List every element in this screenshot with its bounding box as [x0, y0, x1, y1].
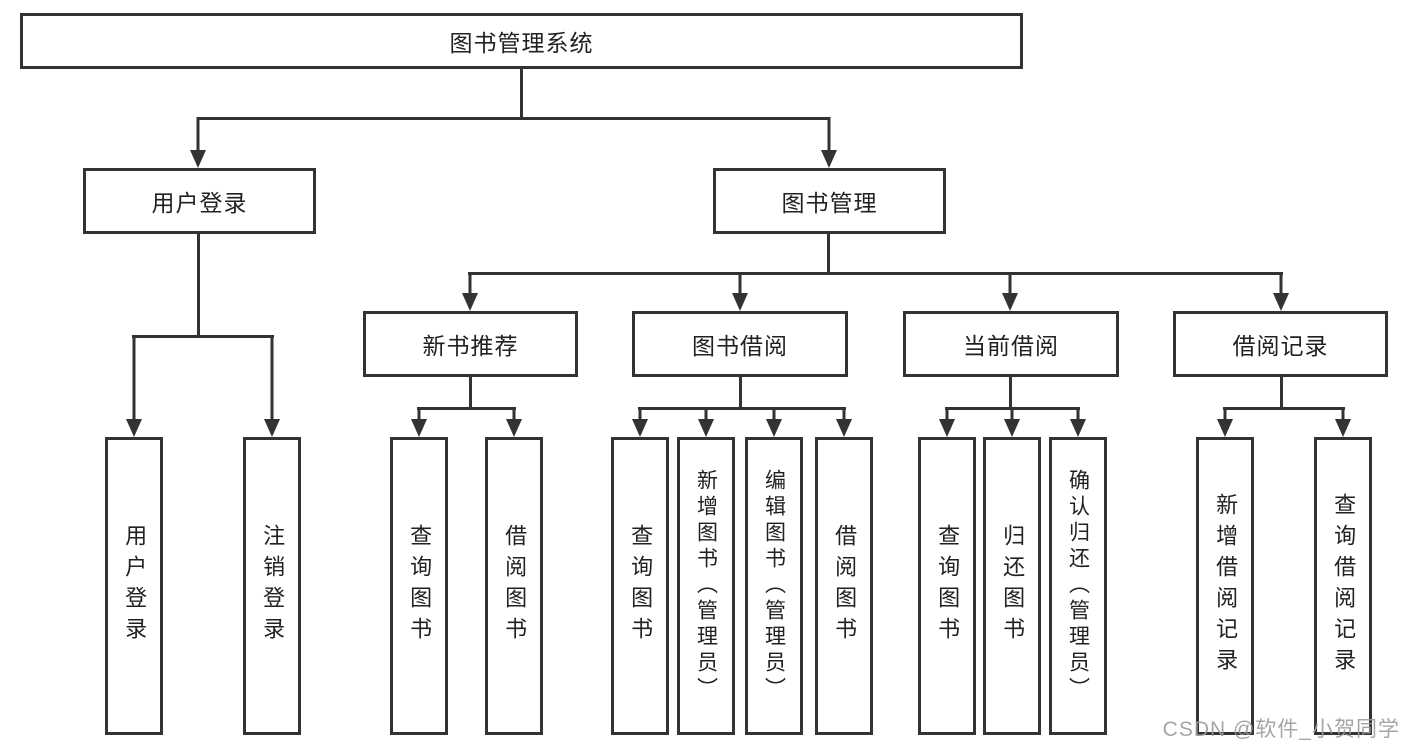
leaf-confirm-return-admin: 确认归还（管理员） — [1049, 437, 1107, 735]
leaf-query-borrow-record-label: 查询借阅记录 — [1331, 493, 1357, 679]
connector-line — [132, 335, 274, 338]
node-user-login-label: 用户登录 — [151, 190, 248, 216]
watermark: CSDN @软件_小贺同学 — [1162, 718, 1400, 741]
connector-line — [197, 117, 830, 120]
node-current-borrowing-label: 当前借阅 — [963, 333, 1059, 359]
leaf-add-book-admin: 新增图书（管理员） — [677, 437, 735, 735]
node-book-borrowing: 图书借阅 — [632, 311, 848, 377]
arrow-down-icon — [1273, 272, 1289, 311]
leaf-return-book-label: 归还图书 — [1000, 524, 1026, 648]
leaf-query-books-borrowing: 查询图书 — [611, 437, 669, 735]
connector-line — [520, 68, 523, 120]
leaf-borrow-books-borrowing-label: 借阅图书 — [832, 524, 858, 648]
leaf-query-books-current: 查询图书 — [918, 437, 976, 735]
arrow-down-icon — [939, 407, 955, 437]
node-library-system: 图书管理系统 — [20, 13, 1023, 69]
leaf-return-book: 归还图书 — [983, 437, 1041, 735]
leaf-borrow-books-borrowing: 借阅图书 — [815, 437, 873, 735]
connector-line — [417, 407, 516, 410]
leaf-logout: 注销登录 — [243, 437, 301, 735]
leaf-edit-book-admin: 编辑图书（管理员） — [745, 437, 803, 735]
arrow-down-icon — [1004, 407, 1020, 437]
node-book-management: 图书管理 — [713, 168, 946, 234]
connector-line — [197, 234, 200, 338]
leaf-user-login-label: 用户登录 — [122, 524, 148, 648]
leaf-edit-book-admin-label: 编辑图书（管理员） — [762, 469, 786, 703]
node-borrowing-records: 借阅记录 — [1173, 311, 1388, 377]
arrow-down-icon — [836, 407, 852, 437]
connector-line — [739, 377, 742, 410]
arrow-down-icon — [1070, 407, 1086, 437]
arrow-down-icon — [821, 117, 837, 168]
arrow-down-icon — [126, 335, 142, 437]
leaf-borrow-books-recommend: 借阅图书 — [485, 437, 543, 735]
node-current-borrowing: 当前借阅 — [903, 311, 1119, 377]
arrow-down-icon — [264, 335, 280, 437]
connector-line — [1009, 377, 1012, 410]
connector-line — [1223, 407, 1345, 410]
leaf-query-books-recommend: 查询图书 — [390, 437, 448, 735]
leaf-add-book-admin-label: 新增图书（管理员） — [694, 469, 718, 703]
leaf-borrow-books-recommend-label: 借阅图书 — [502, 524, 528, 648]
connector-line — [469, 377, 472, 410]
leaf-add-borrow-record: 新增借阅记录 — [1196, 437, 1254, 735]
node-book-management-label: 图书管理 — [781, 190, 878, 216]
leaf-query-books-recommend-label: 查询图书 — [407, 524, 433, 648]
node-user-login: 用户登录 — [83, 168, 316, 234]
connector-line — [638, 407, 846, 410]
connector-line — [827, 234, 830, 275]
arrow-down-icon — [411, 407, 427, 437]
node-book-borrowing-label: 图书借阅 — [692, 333, 788, 359]
arrow-down-icon — [632, 407, 648, 437]
arrow-down-icon — [732, 272, 748, 311]
arrow-down-icon — [1335, 407, 1351, 437]
leaf-logout-label: 注销登录 — [260, 524, 286, 648]
arrow-down-icon — [1217, 407, 1233, 437]
leaf-add-borrow-record-label: 新增借阅记录 — [1213, 493, 1239, 679]
arrow-down-icon — [766, 407, 782, 437]
arrow-down-icon — [1002, 272, 1018, 311]
arrow-down-icon — [190, 117, 206, 168]
node-library-system-label: 图书管理系统 — [449, 30, 594, 56]
leaf-query-books-borrowing-label: 查询图书 — [628, 524, 654, 648]
node-new-book-recommend-label: 新书推荐 — [422, 333, 519, 359]
arrow-down-icon — [462, 272, 478, 311]
node-borrowing-records-label: 借阅记录 — [1232, 333, 1329, 359]
leaf-query-books-current-label: 查询图书 — [935, 524, 961, 648]
leaf-confirm-return-admin-label: 确认归还（管理员） — [1066, 469, 1090, 703]
arrow-down-icon — [506, 407, 522, 437]
arrow-down-icon — [698, 407, 714, 437]
leaf-user-login: 用户登录 — [105, 437, 163, 735]
connector-line — [1280, 377, 1283, 410]
connector-line — [468, 272, 1283, 275]
node-new-book-recommend: 新书推荐 — [363, 311, 578, 377]
leaf-query-borrow-record: 查询借阅记录 — [1314, 437, 1372, 735]
